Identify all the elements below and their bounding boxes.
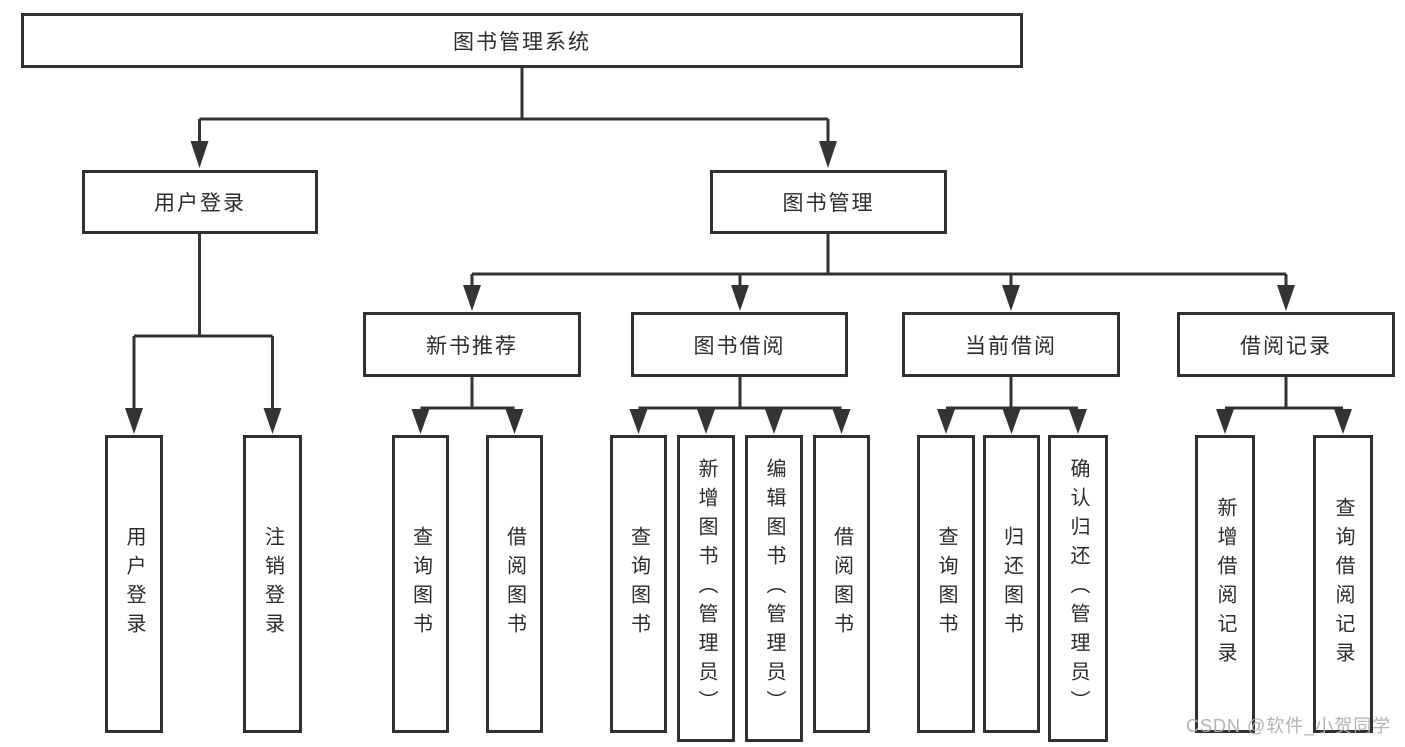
leaf-user-login-label: 用户登录: [123, 526, 145, 642]
leaf-borrow-book-2: 借阅图书: [813, 435, 870, 733]
leaf-add-borrow-record-label: 新增借阅记录: [1214, 497, 1236, 671]
node-current-borrowing: 当前借阅: [902, 312, 1120, 377]
leaf-add-book-admin-label: 新增图书（管理员）: [695, 458, 717, 719]
leaf-return-book-label: 归还图书: [1000, 526, 1023, 642]
leaf-return-book: 归还图书: [983, 435, 1040, 733]
leaf-edit-book-admin-label: 编辑图书（管理员）: [763, 458, 785, 719]
node-user-login-label: 用户登录: [154, 192, 246, 215]
leaf-query-book-1: 查询图书: [392, 435, 449, 733]
leaf-add-borrow-record: 新增借阅记录: [1195, 435, 1255, 733]
leaf-logout: 注销登录: [243, 435, 302, 733]
leaf-edit-book-admin: 编辑图书（管理员）: [745, 435, 803, 742]
leaf-query-book-3: 查询图书: [917, 435, 975, 733]
leaf-query-borrow-record: 查询借阅记录: [1313, 435, 1373, 733]
leaf-query-book-2: 查询图书: [610, 435, 667, 733]
leaf-query-book-1-label: 查询图书: [409, 526, 432, 642]
leaf-confirm-return-admin-label: 确认归还（管理员）: [1067, 458, 1089, 719]
node-new-book-recommend-label: 新书推荐: [426, 334, 518, 358]
node-root-system-label: 图书管理系统: [453, 30, 591, 54]
watermark: CSDN @软件_小贺同学: [1186, 716, 1392, 736]
leaf-borrow-book-2-label: 借阅图书: [830, 526, 853, 642]
node-root-system: 图书管理系统: [21, 13, 1023, 68]
node-new-book-recommend: 新书推荐: [363, 312, 581, 377]
node-current-borrowing-label: 当前借阅: [965, 334, 1057, 358]
node-book-borrowing: 图书借阅: [631, 312, 848, 377]
node-book-management: 图书管理: [710, 170, 947, 234]
leaf-query-book-3-label: 查询图书: [935, 526, 957, 642]
node-borrowing-records-label: 借阅记录: [1240, 334, 1332, 358]
leaf-query-borrow-record-label: 查询借阅记录: [1332, 497, 1354, 671]
leaf-logout-label: 注销登录: [261, 526, 284, 642]
leaf-user-login: 用户登录: [105, 435, 163, 733]
node-borrowing-records: 借阅记录: [1177, 312, 1395, 377]
node-book-management-label: 图书管理: [782, 192, 875, 215]
leaf-confirm-return-admin: 确认归还（管理员）: [1048, 435, 1108, 742]
leaf-add-book-admin: 新增图书（管理员）: [677, 435, 735, 742]
node-user-login: 用户登录: [82, 170, 318, 234]
node-book-borrowing-label: 图书借阅: [693, 334, 786, 358]
leaf-borrow-book-1: 借阅图书: [486, 435, 543, 733]
leaf-query-book-2-label: 查询图书: [627, 526, 650, 642]
leaf-borrow-book-1-label: 借阅图书: [503, 526, 526, 642]
